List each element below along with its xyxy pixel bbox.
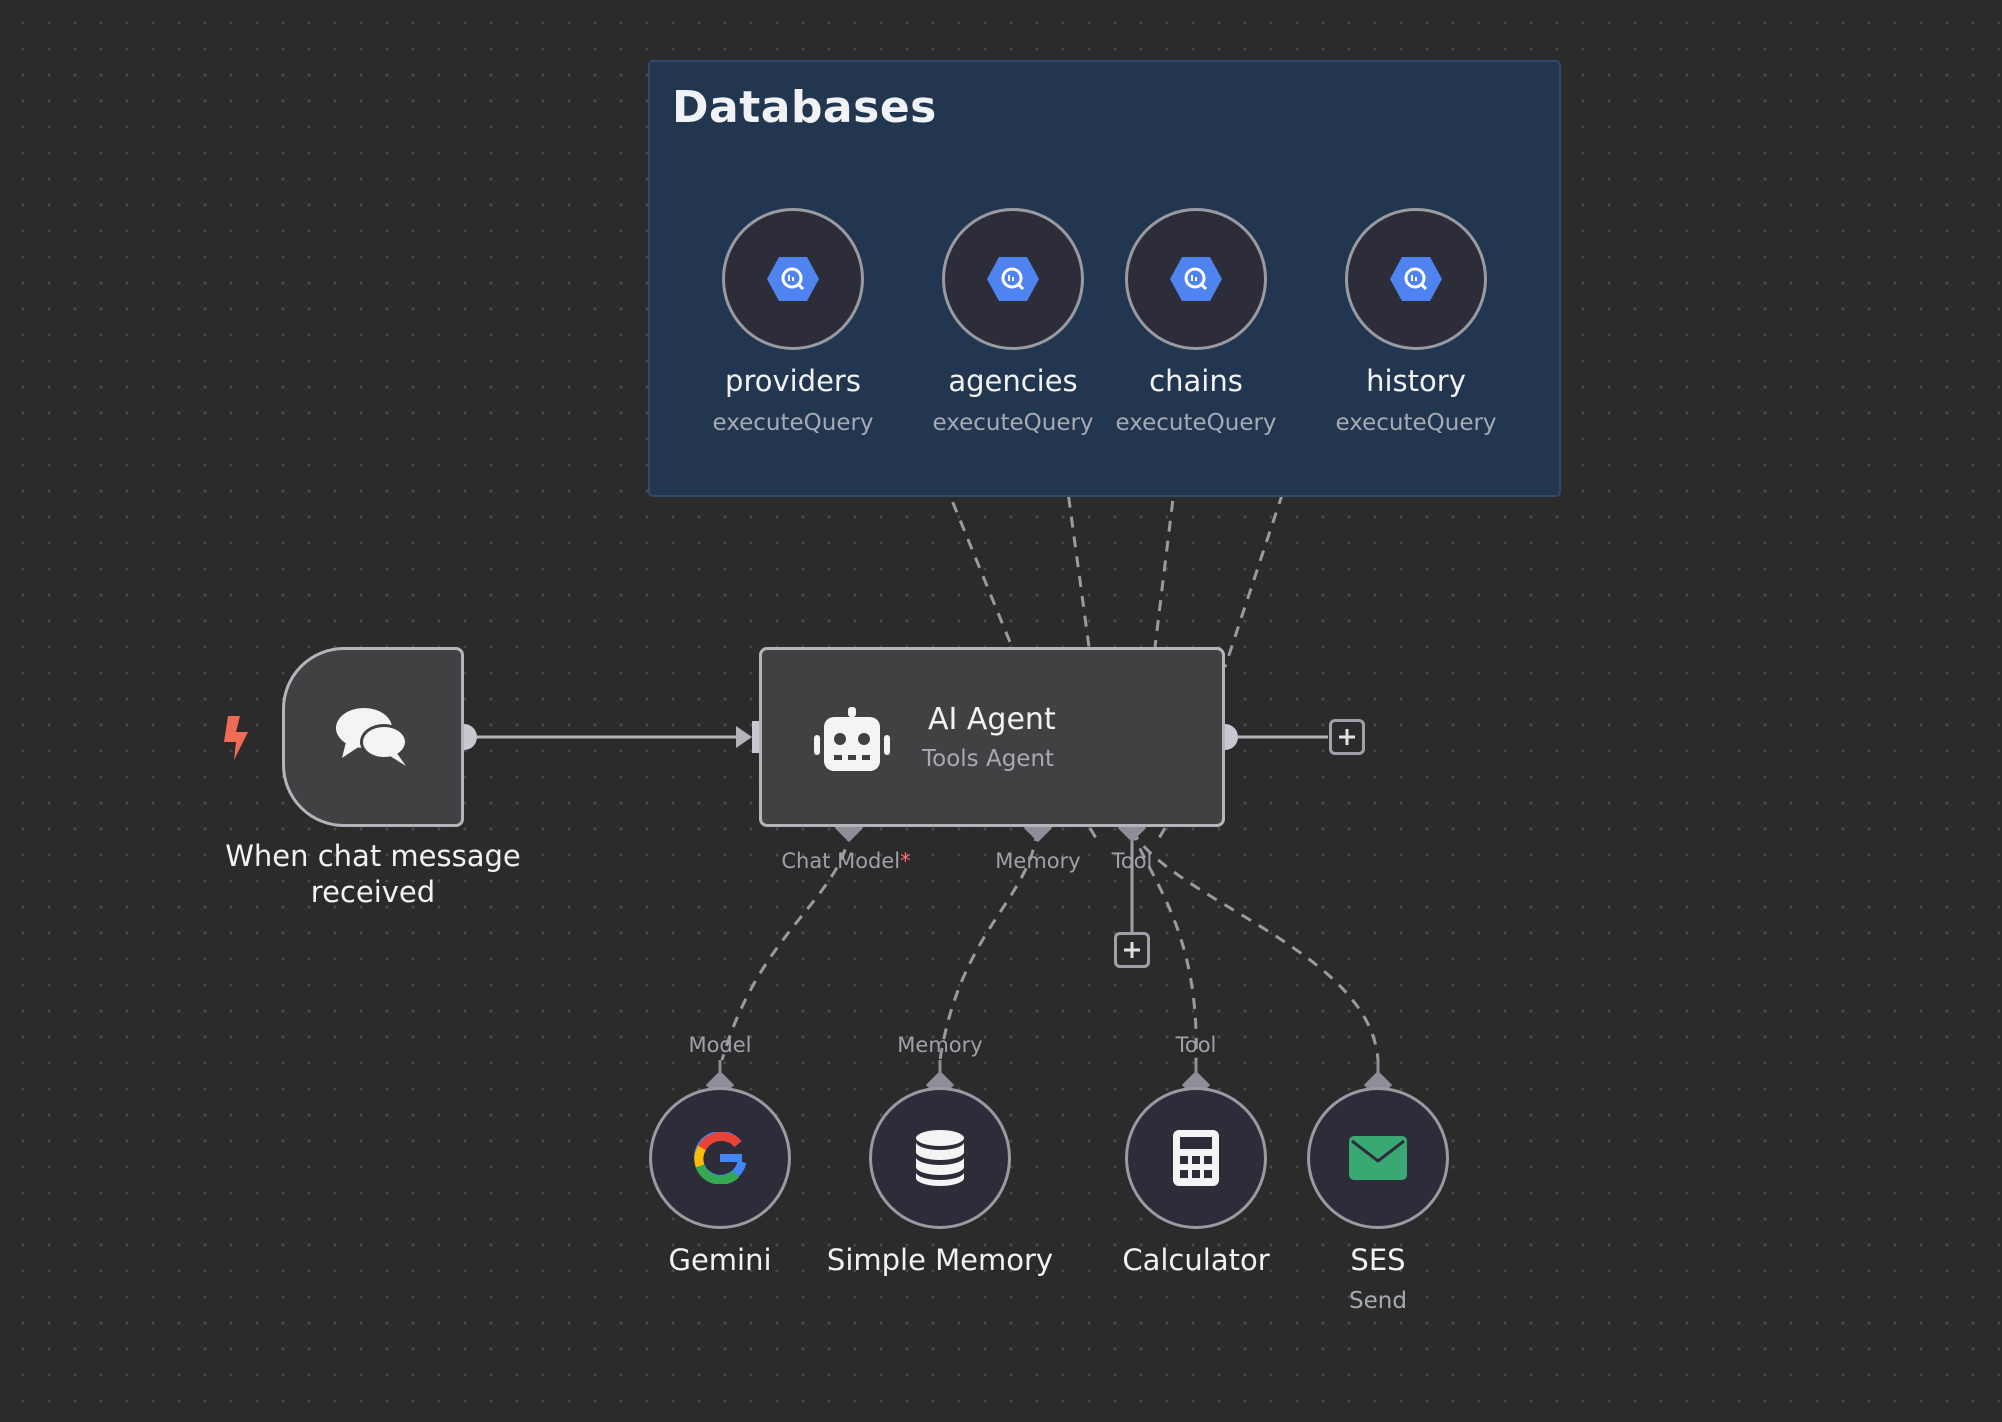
sub-node-sub: Send xyxy=(1349,1288,1407,1314)
agent-subtitle: Tools Agent xyxy=(922,746,1055,772)
plus-icon xyxy=(1339,729,1355,745)
bigquery-icon xyxy=(1390,257,1442,301)
database-node-sub: executeQuery xyxy=(712,410,874,436)
memory-port-label: Memory xyxy=(995,849,1081,873)
chat-model-port-label: Chat Model* xyxy=(781,849,911,873)
sticky-title: Databases xyxy=(672,82,937,133)
database-node-chains[interactable] xyxy=(1125,208,1267,350)
database-node-label: history xyxy=(1366,364,1466,398)
database-node-agencies[interactable] xyxy=(942,208,1084,350)
add-node-button[interactable] xyxy=(1329,719,1365,755)
bigquery-icon xyxy=(1170,257,1222,301)
tool-port-label: Tool xyxy=(1111,849,1153,873)
trigger-label: When chat message received xyxy=(225,839,521,909)
gemini-node[interactable] xyxy=(649,1087,791,1229)
lightning-bolt-icon xyxy=(224,716,248,760)
bigquery-icon xyxy=(987,257,1039,301)
connection-memory xyxy=(938,829,1039,1061)
database-node-sub: executeQuery xyxy=(1115,410,1277,436)
calculator-node[interactable] xyxy=(1125,1087,1267,1229)
chat-trigger-node[interactable] xyxy=(282,647,464,827)
add-tool-button[interactable] xyxy=(1114,932,1150,968)
agent-title: AI Agent xyxy=(928,702,1056,737)
connection-calculator xyxy=(1130,829,1198,1061)
database-node-sub: executeQuery xyxy=(1335,410,1497,436)
sub-node-label: Calculator xyxy=(1122,1243,1270,1277)
sub-node-label: SES xyxy=(1350,1243,1406,1277)
google-g-icon xyxy=(694,1132,746,1184)
database-stack-icon xyxy=(916,1130,964,1186)
gemini-port-label: Model xyxy=(688,1033,752,1057)
calculator-icon xyxy=(1173,1130,1219,1186)
connection-gemini xyxy=(720,829,852,1061)
plus-icon xyxy=(1124,942,1140,958)
chat-bubbles-icon xyxy=(336,708,408,766)
robot-icon xyxy=(814,707,890,771)
database-node-label: providers xyxy=(725,364,861,398)
sub-node-label: Gemini xyxy=(668,1243,772,1277)
calculator-port-label: Tool xyxy=(1175,1033,1217,1057)
bigquery-icon xyxy=(767,257,819,301)
ai-agent-node[interactable]: AI Agent Tools Agent xyxy=(759,647,1225,827)
envelope-icon xyxy=(1349,1136,1407,1180)
connection-ses xyxy=(1130,829,1380,1061)
database-node-providers[interactable] xyxy=(722,208,864,350)
database-node-label: agencies xyxy=(948,364,1078,398)
simple-memory-node[interactable] xyxy=(869,1087,1011,1229)
database-node-history[interactable] xyxy=(1345,208,1487,350)
database-node-label: chains xyxy=(1149,364,1243,398)
ses-node[interactable] xyxy=(1307,1087,1449,1229)
database-node-sub: executeQuery xyxy=(932,410,1094,436)
sub-node-label: Simple Memory xyxy=(826,1243,1054,1277)
memory-node-port-label: Memory xyxy=(897,1033,983,1057)
